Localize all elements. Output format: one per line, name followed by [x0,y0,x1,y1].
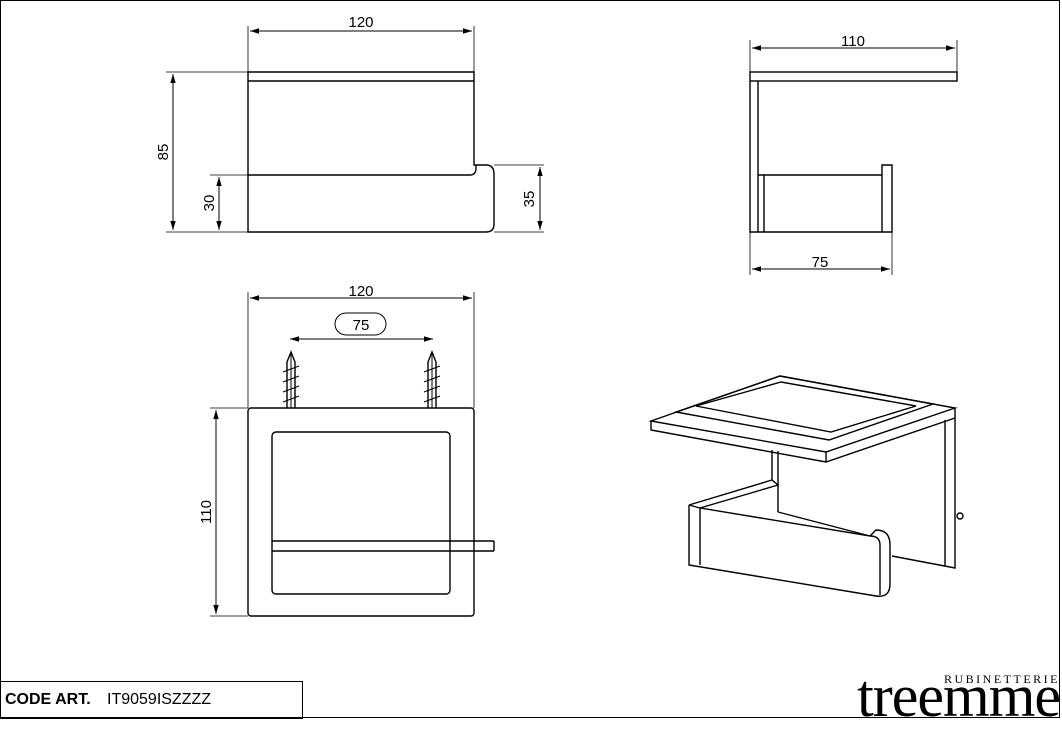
wall-plug-left [282,350,300,408]
brand-name: treemme [857,663,1061,729]
front-height-label: 85 [155,144,172,161]
title-block: CODE ART. IT9059ISZZZZ [0,681,303,719]
rear-hole-spacing-label: 75 [353,317,370,334]
iso-shelf-top [648,375,958,453]
hole-spacing-badge [334,312,387,336]
side-view-body [749,81,893,233]
side-view-shelf [749,71,958,82]
wall-plug-right [423,350,441,408]
side-view: 110 75 [749,33,958,275]
iso-arm-top [688,479,780,509]
front-view: 120 85 30 35 [155,14,544,233]
rear-view: 120 75 110 [198,283,495,617]
front-view-outline [247,71,495,233]
brand-subtitle: RUBINETTERIE [944,672,1060,686]
rear-width-label: 120 [348,283,373,300]
front-lower-height-label: 30 [201,195,218,212]
iso-back-plate [891,418,956,569]
iso-tray [673,375,936,441]
side-bottom-width-label: 75 [812,254,829,271]
front-arm-height-label: 35 [521,191,538,208]
iso-arm [688,504,891,597]
rear-view-recess [271,431,451,595]
rear-height-label: 110 [198,500,215,524]
front-width-label: 120 [348,14,373,31]
code-art-label: CODE ART. [5,691,91,708]
code-art-value: IT9059ISZZZZ [107,691,212,708]
brand-logo: RUBINETTERIE treemme [806,666,1061,726]
side-top-width-label: 110 [841,33,865,50]
rear-view-plate [247,407,475,617]
isometric-view [648,375,964,597]
front-view-arm-line [248,165,477,176]
